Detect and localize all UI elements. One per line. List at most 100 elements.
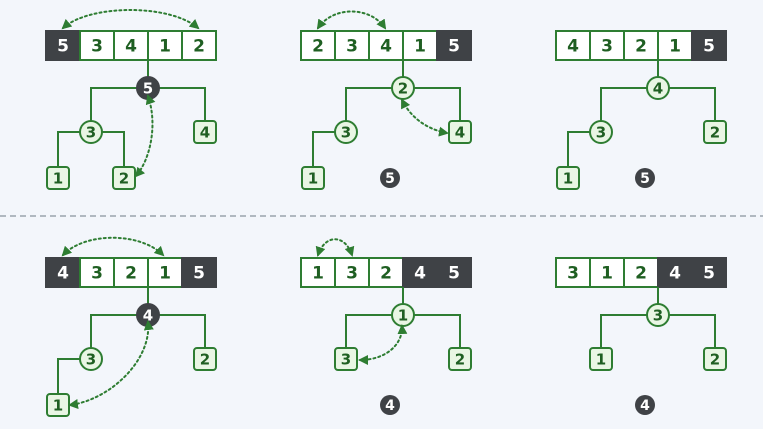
tree-node-value: 2 xyxy=(119,170,129,188)
tree-node-value: 3 xyxy=(341,351,351,369)
tree-node-value: 1 xyxy=(563,170,573,188)
tree-node-value: 1 xyxy=(398,307,408,325)
tree-edge xyxy=(159,314,206,348)
tree-edge xyxy=(102,131,125,167)
array-cell-value: 4 xyxy=(669,264,681,284)
array-cell-value: 5 xyxy=(448,37,460,57)
array-cell-value: 4 xyxy=(414,264,426,284)
tree-edge xyxy=(669,87,716,121)
array-cell-value: 4 xyxy=(57,264,69,284)
tree-node-value: 3 xyxy=(341,124,351,142)
array-cell-value: 5 xyxy=(193,264,205,284)
tree-right-node: 2 xyxy=(703,120,727,144)
array-cell-value: 5 xyxy=(57,37,69,57)
array-cell-value: 3 xyxy=(91,37,103,57)
array-cell-sorted: 5 xyxy=(691,30,727,61)
array-cell: 3 xyxy=(589,30,625,61)
tree-root-node: 4 xyxy=(646,76,670,100)
array-cell: 4 xyxy=(368,30,404,61)
tree-right-node: 2 xyxy=(703,347,727,371)
array-cell: 1 xyxy=(657,30,693,61)
array-cell-value: 2 xyxy=(380,264,392,284)
array-cell-value: 2 xyxy=(635,264,647,284)
extracted-element-value: 4 xyxy=(385,398,395,414)
swap-arrow xyxy=(61,9,200,30)
array-cell: 3 xyxy=(334,30,370,61)
array-cell-value: 3 xyxy=(346,37,358,57)
array-cell-value: 5 xyxy=(703,37,715,57)
tree-right-node: 4 xyxy=(448,120,472,144)
swap-arrow xyxy=(358,324,408,365)
tree-root-node: 2 xyxy=(391,76,415,100)
tree-leaf-node: 2 xyxy=(112,166,136,190)
tree-leaf-node: 1 xyxy=(301,166,325,190)
tree-edge xyxy=(159,87,206,121)
swap-arrow xyxy=(61,236,165,257)
tree-node-value: 3 xyxy=(653,307,663,325)
array-cell: 4 xyxy=(113,30,149,61)
array-cell-sorted: 5 xyxy=(691,257,727,288)
tree-node-value: 3 xyxy=(596,124,606,142)
array-cell-value: 4 xyxy=(380,37,392,57)
tree-edge xyxy=(57,131,80,167)
tree-left-node: 3 xyxy=(589,120,613,144)
array-cell: 3 xyxy=(79,257,115,288)
tree-right-node: 2 xyxy=(193,347,217,371)
array-cell-value: 2 xyxy=(193,37,205,57)
heap-tree: 4 3 2 1 xyxy=(556,60,727,190)
tree-node-value: 5 xyxy=(143,80,153,98)
extracted-element-marker: 4 xyxy=(635,395,655,415)
extracted-element-value: 5 xyxy=(385,171,395,187)
array-cell-value: 1 xyxy=(601,264,613,284)
array-cell-value: 2 xyxy=(312,37,324,57)
array-cell-value: 4 xyxy=(567,37,579,57)
tree-left-node: 3 xyxy=(334,120,358,144)
array-cell-sorted: 4 xyxy=(45,257,81,288)
array-cell: 1 xyxy=(147,257,183,288)
array-cell-value: 1 xyxy=(159,37,171,57)
array-cell: 4 xyxy=(555,30,591,61)
array-cell: 1 xyxy=(589,257,625,288)
array-cell-value: 2 xyxy=(125,264,137,284)
array-cell-value: 3 xyxy=(567,264,579,284)
array-cell-value: 2 xyxy=(635,37,647,57)
tree-node-value: 3 xyxy=(86,351,96,369)
tree-node-value: 3 xyxy=(86,124,96,142)
tree-node-value: 1 xyxy=(53,397,63,415)
tree-node-value: 4 xyxy=(143,307,153,325)
tree-edge xyxy=(90,87,137,121)
array-cell-value: 3 xyxy=(601,37,613,57)
tree-edge xyxy=(90,314,137,348)
tree-left-node: 3 xyxy=(79,347,103,371)
array-cell-value: 3 xyxy=(91,264,103,284)
tree-node-value: 4 xyxy=(653,80,663,98)
tree-edge xyxy=(414,87,461,121)
tree-node-value: 2 xyxy=(710,124,720,142)
tree-edge xyxy=(345,87,392,121)
array-cell: 2 xyxy=(623,257,659,288)
tree-edge xyxy=(414,314,461,348)
swap-arrow xyxy=(134,94,156,178)
tree-node-value: 1 xyxy=(308,170,318,188)
tree-right-node: 4 xyxy=(193,120,217,144)
tree-edge xyxy=(600,314,647,348)
tree-edge xyxy=(669,314,716,348)
array-strip: 4 3 2 1 5 xyxy=(555,30,727,61)
array-cell-value: 1 xyxy=(669,37,681,57)
extracted-element-value: 5 xyxy=(640,171,650,187)
tree-edge xyxy=(312,131,335,167)
extracted-element-value: 4 xyxy=(640,398,650,414)
tree-edge xyxy=(345,314,392,348)
array-cell: 1 xyxy=(147,30,183,61)
array-cell: 2 xyxy=(623,30,659,61)
array-cell-sorted: 4 xyxy=(402,257,438,288)
array-cell: 2 xyxy=(181,30,217,61)
